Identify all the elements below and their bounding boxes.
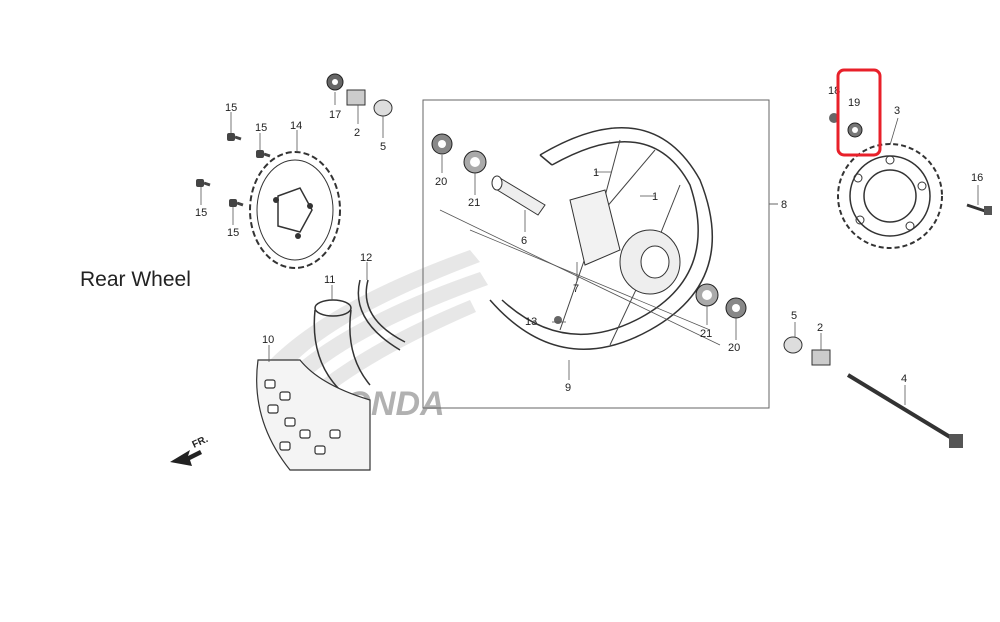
right-bearings — [695, 283, 747, 319]
hub — [569, 189, 681, 295]
callout-12: 12 — [360, 252, 372, 264]
callout-labels: 15 15 15 15 14 17 2 5 20 21 6 7 1 1 8 13… — [195, 85, 983, 394]
callout-15: 15 — [225, 102, 237, 114]
callout-9: 9 — [565, 382, 571, 394]
tube — [313, 299, 371, 391]
callout-14: 14 — [290, 120, 302, 132]
highlight-box — [836, 68, 882, 157]
disc-bolts — [196, 133, 271, 207]
callout-16: 16 — [971, 172, 983, 184]
callout-17: 17 — [329, 109, 341, 121]
callout-19: 19 — [848, 97, 860, 109]
callout-1: 1 — [593, 167, 599, 179]
callout-11: 11 — [324, 274, 335, 286]
top-hardware — [326, 73, 393, 117]
front-label: FR. — [191, 434, 210, 451]
callout-8: 8 — [781, 199, 787, 211]
callout-2: 2 — [354, 127, 360, 139]
right-hardware — [783, 336, 963, 448]
axle-collar — [491, 175, 546, 216]
callout-15: 15 — [255, 122, 267, 134]
left-bearings — [431, 133, 487, 174]
callout-6: 6 — [521, 235, 527, 247]
callout-15: 15 — [227, 227, 239, 239]
rim — [489, 127, 713, 350]
callout-2: 2 — [817, 322, 823, 334]
front-direction-indicator: FR. — [170, 434, 210, 466]
assembly-box — [422, 99, 770, 409]
leader-lines — [200, 92, 979, 405]
callout-21: 21 — [468, 197, 480, 209]
callout-20: 20 — [728, 342, 740, 354]
brake-disc — [249, 151, 341, 269]
callout-21: 21 — [700, 328, 712, 340]
callout-5: 5 — [380, 141, 386, 153]
tire — [256, 359, 371, 471]
sprocket-nuts — [829, 113, 863, 138]
callout-5: 5 — [791, 310, 797, 322]
diagram-title: Rear Wheel — [80, 268, 191, 291]
valve — [554, 316, 562, 324]
rim-strip — [357, 279, 406, 351]
callout-13: 13 — [525, 316, 537, 328]
sprocket — [837, 143, 943, 249]
callout-10: 10 — [262, 334, 274, 346]
callout-15: 15 — [195, 207, 207, 219]
callout-7: 7 — [573, 283, 579, 295]
callout-4: 4 — [901, 373, 907, 385]
callout-20: 20 — [435, 176, 447, 188]
callout-1: 1 — [652, 191, 658, 203]
sprocket-bolt — [966, 203, 992, 215]
callout-3: 3 — [894, 105, 900, 117]
